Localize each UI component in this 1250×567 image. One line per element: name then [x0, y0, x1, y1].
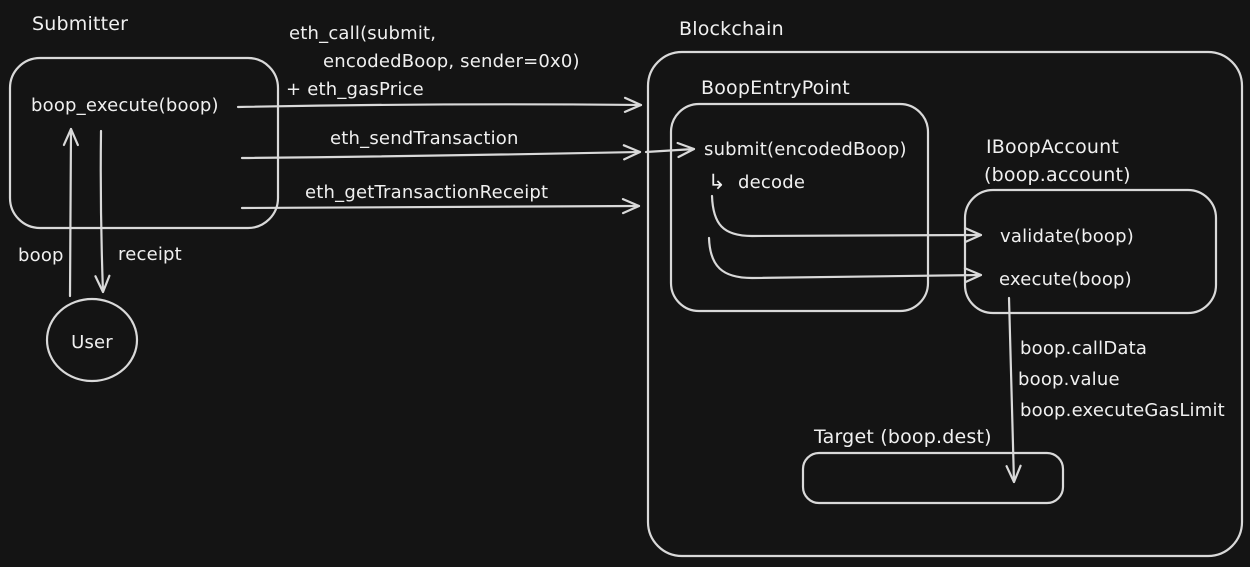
- decode-return-arrow-icon: ↳: [708, 170, 726, 194]
- user-circle: [45, 297, 139, 383]
- iboop-account-box: [963, 188, 1218, 315]
- submitter-title: Submitter: [32, 13, 128, 35]
- boop-entry-point-box: [669, 102, 930, 313]
- target-box: [801, 451, 1065, 505]
- target-title: Target (boop.dest): [813, 426, 992, 448]
- eth-get-transaction-receipt-label: eth_getTransactionReceipt: [305, 182, 548, 203]
- blockchain-box: [646, 50, 1244, 558]
- submitter-method-label: boop_execute(boop): [31, 95, 219, 116]
- receipt-edge-label: receipt: [118, 244, 182, 265]
- iboop-account-title-line1: IBoopAccount: [986, 136, 1119, 158]
- execute-method-label: execute(boop): [999, 269, 1132, 290]
- submitter-box: [8, 56, 280, 230]
- execute-call-param-calldata: boop.callData: [1020, 338, 1147, 359]
- validate-call-arrow: [710, 194, 983, 244]
- blockchain-title: Blockchain: [679, 18, 784, 40]
- eth-send-transaction-arrow: [240, 144, 642, 161]
- boop-entry-point-title: BoopEntryPoint: [701, 77, 850, 99]
- eth-send-transaction-label: eth_sendTransaction: [330, 128, 519, 149]
- validate-method-label: validate(boop): [1000, 226, 1134, 247]
- iboop-account-title-line2: (boop.account): [984, 164, 1131, 186]
- eth-call-label-line1: eth_call(submit,: [289, 23, 436, 44]
- decode-label: decode: [738, 172, 805, 193]
- eth-call-arrow: [236, 96, 643, 113]
- user-label: User: [71, 332, 113, 353]
- eth-call-label-line3: + eth_gasPrice: [286, 79, 424, 100]
- execute-call-param-value: boop.value: [1018, 369, 1120, 390]
- boop-arrow: [62, 127, 80, 298]
- boop-edge-label: boop: [18, 245, 64, 266]
- eth-get-transaction-receipt-arrow: [240, 197, 641, 215]
- eth-send-transaction-arrow-inner: [644, 141, 696, 159]
- execute-call-arrow: [707, 236, 983, 284]
- submit-method-label: submit(encodedBoop): [704, 139, 907, 160]
- eth-call-label-line2: encodedBoop, sender=0x0): [323, 51, 580, 72]
- execute-call-param-gaslimit: boop.executeGasLimit: [1020, 400, 1225, 421]
- target-call-arrow: [1005, 296, 1022, 484]
- receipt-arrow: [94, 129, 111, 294]
